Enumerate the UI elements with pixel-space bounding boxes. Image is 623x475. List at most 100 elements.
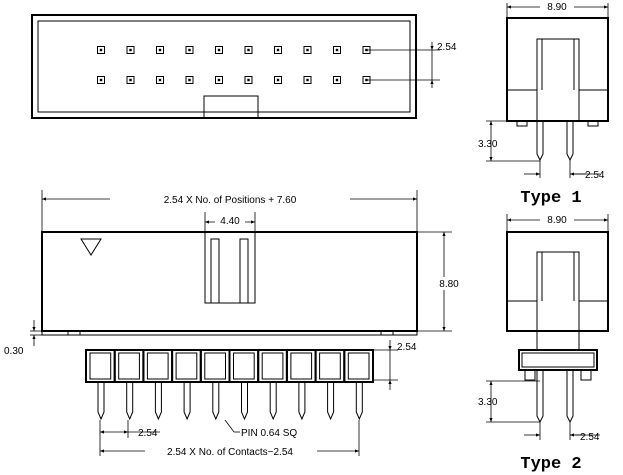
top-pin-marker-core <box>335 48 339 52</box>
type2-width-label-bg <box>540 214 574 226</box>
type1-width-label-bg <box>540 1 574 13</box>
front-housing-outline <box>41 231 418 332</box>
top-view-pin-array <box>97 46 371 84</box>
top-pin-marker-core <box>158 78 162 82</box>
pitch-label: 2.54 <box>138 428 158 439</box>
top-pin-marker-core <box>188 78 191 82</box>
front-pin-carrier-cell-inner <box>319 352 341 380</box>
type2-caption: Type 2 <box>520 455 581 474</box>
top-view-outer-outline <box>31 14 417 119</box>
front-foot-left <box>67 330 81 336</box>
front-pin-tail <box>212 382 220 421</box>
top-pin-marker <box>274 76 282 84</box>
top-pin-marker-core <box>247 48 250 52</box>
front-pin-tail <box>327 382 335 421</box>
top-pin-marker <box>126 76 135 84</box>
top-pin-marker-core <box>276 78 280 82</box>
top-pin-marker <box>126 46 135 54</box>
length-label-bg <box>110 192 350 206</box>
top-pin-marker <box>97 76 105 84</box>
top-pin-marker-core <box>129 48 132 52</box>
type2-foot-left <box>524 369 536 381</box>
top-pin-marker <box>303 46 312 54</box>
type1-pitch-label: 2.54 <box>585 170 605 181</box>
front-key-slot <box>204 232 256 304</box>
type1-width-label: 8.90 <box>547 2 567 13</box>
front-standoff-base <box>41 330 418 336</box>
span-label: 2.54 X No. of Contacts−2.54 <box>167 447 293 458</box>
front-pin-carrier-cell-inner <box>347 352 370 380</box>
front-pin-carrier-row <box>85 349 374 383</box>
front-pin-tail <box>355 382 363 421</box>
front-pin-tail <box>154 382 162 421</box>
type2-width-label: 8.90 <box>547 215 567 226</box>
front-pin-carrier-cell-inner <box>89 352 112 380</box>
top-pin-marker-core <box>306 48 309 52</box>
top-pin-marker-core <box>217 48 221 52</box>
front-pin-carrier-cell-inner <box>175 352 198 380</box>
top-pin-marker <box>244 76 253 84</box>
top-pin-marker-core <box>335 78 339 82</box>
type2-pin-carrier <box>518 349 598 371</box>
top-pin-marker-core <box>276 48 280 52</box>
front-pin-carrier-cell-inner <box>261 352 284 380</box>
top-pin-marker <box>185 76 194 84</box>
front-pin-carrier-cell-inner <box>290 352 313 380</box>
front-pin-tails <box>97 382 363 421</box>
row-pitch-label: 2.54 <box>397 342 417 353</box>
pin1-triangle-marker <box>80 238 102 256</box>
top-pin-marker <box>97 46 105 54</box>
type2-tail-label: 3.30 <box>478 397 498 408</box>
type2-pitch-label: 2.54 <box>580 432 600 443</box>
top-pin-marker <box>333 46 341 54</box>
type2-pin-left <box>536 370 544 424</box>
front-pin-tail <box>298 382 306 421</box>
top-pin-marker-core <box>129 78 132 82</box>
type2-pin-right <box>566 370 574 424</box>
top-view: 2.54 <box>31 14 457 119</box>
top-pin-marker <box>185 46 194 54</box>
type1-latch-body <box>536 38 580 122</box>
top-pin-marker <box>333 76 341 84</box>
type1-tail-label: 3.30 <box>478 139 498 150</box>
key-label-bg <box>215 214 245 226</box>
front-pin-carrier-cell-inner <box>233 352 255 380</box>
front-pin-carrier-cell-inner <box>204 352 227 380</box>
height-label: 8.80 <box>439 279 459 290</box>
span-label-bg <box>145 444 317 458</box>
side-view-type1: 8.90 3.30 2.54 Type 1 <box>478 1 609 208</box>
type1-pin-right <box>566 121 574 162</box>
top-pin-marker-core <box>217 78 221 82</box>
top-pin-marker <box>215 76 223 84</box>
pin-size-leader <box>224 419 235 433</box>
top-pin-marker <box>303 76 312 84</box>
top-pin-marker-core <box>99 48 103 52</box>
type2-latch-body <box>536 251 580 332</box>
type1-housing-outline <box>506 17 609 122</box>
length-label: 2.54 X No. of Positions + 7.60 <box>164 195 297 206</box>
top-pin-marker-core <box>99 78 103 82</box>
standoff-label: 0.30 <box>4 346 24 357</box>
top-pin-marker <box>156 46 164 54</box>
type1-foot-right <box>587 120 599 127</box>
top-view-inner-outline <box>37 20 411 113</box>
pin-size-label: PIN 0.64 SQ <box>241 428 297 439</box>
front-foot-right <box>380 330 394 336</box>
front-pin-tail <box>126 382 134 421</box>
front-key-rail-right <box>239 238 249 304</box>
type2-foot-right <box>580 369 592 381</box>
top-pin-marker-core <box>306 78 309 82</box>
front-view: 2.54 X No. of Positions + 7.60 4.40 8.80… <box>4 190 462 458</box>
front-key-rail-left <box>210 238 220 304</box>
type2-pin-carrier-inner <box>521 352 595 368</box>
front-pin-tail <box>269 382 277 421</box>
top-pin-marker-core <box>247 78 250 82</box>
height-label-bg <box>436 277 462 290</box>
front-pin-carrier-cell <box>343 349 374 383</box>
type2-housing-outline <box>506 231 609 332</box>
top-pin-marker <box>215 46 223 54</box>
front-pin-carrier-cell-inner <box>146 352 169 380</box>
top-pin-marker-core <box>158 48 162 52</box>
front-pin-tail <box>241 382 248 421</box>
